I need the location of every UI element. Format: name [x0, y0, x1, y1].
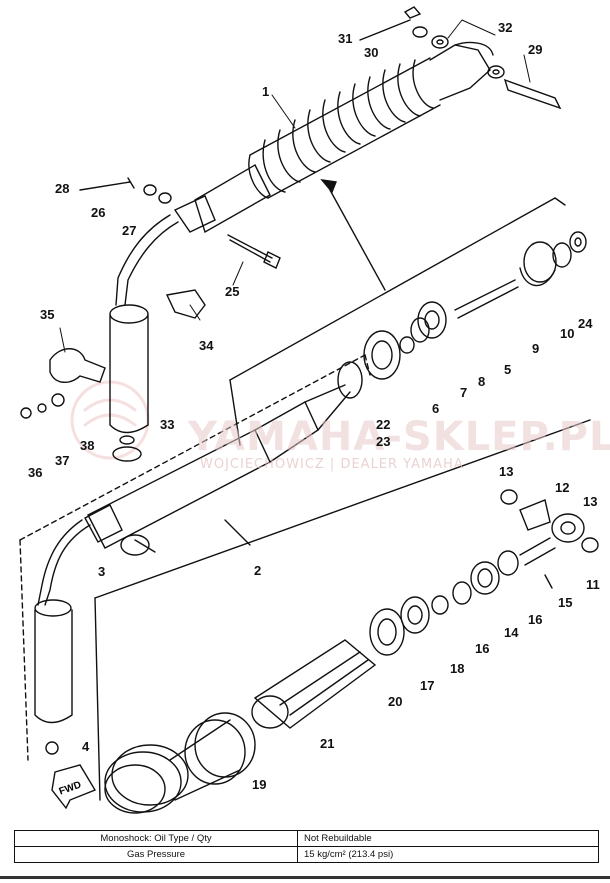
- callout-33: 33: [160, 417, 174, 432]
- callout-23: 23: [376, 434, 390, 449]
- callout-7: 7: [460, 385, 467, 400]
- frame-lower: [94, 419, 591, 801]
- spec-row: Gas Pressure 15 kg/cm² (213.4 psi): [14, 846, 599, 863]
- callout-numbers: 1 2 3 4 5 6 7 8 9 10 11 12 13 13 14 15 1…: [28, 20, 600, 792]
- callout-21: 21: [320, 736, 334, 751]
- spec-label-oil: Monoshock: Oil Type / Qty: [14, 830, 298, 847]
- callout-26: 26: [91, 205, 105, 220]
- fwd-arrow: [51, 764, 97, 810]
- shock-assembly-top: [109, 41, 494, 434]
- callout-27: 27: [122, 223, 136, 238]
- watermark-brand: YAMAHA-SKLEP.PL: [187, 414, 610, 460]
- callout-15: 15: [558, 595, 572, 610]
- callout-3: 3: [98, 564, 105, 579]
- callout-9: 9: [532, 341, 539, 356]
- spec-label-gas: Gas Pressure: [14, 846, 298, 863]
- leader-lines: [59, 19, 531, 353]
- callout-5: 5: [504, 362, 511, 377]
- watermark-dealer: WOJCIECHOWICZ | DEALER YAMAHA: [200, 457, 464, 472]
- callout-10: 10: [560, 326, 574, 341]
- spring-parts: [104, 489, 599, 814]
- callout-34: 34: [199, 338, 214, 353]
- callout-16a: 16: [475, 641, 489, 656]
- callout-28: 28: [55, 181, 69, 196]
- assembly-arrow: [320, 179, 386, 291]
- callout-18: 18: [450, 661, 464, 676]
- callout-1: 1: [262, 84, 269, 99]
- spec-table: Monoshock: Oil Type / Qty Not Rebuildabl…: [14, 830, 599, 863]
- exploded-parts-diagram: YAMAHA-SKLEP.PL WOJCIECHOWICZ | DEALER Y…: [19, 6, 610, 814]
- callout-30: 30: [364, 45, 378, 60]
- callout-20: 20: [388, 694, 402, 709]
- callout-37: 37: [55, 453, 69, 468]
- callout-8: 8: [478, 374, 485, 389]
- callout-36: 36: [28, 465, 42, 480]
- callout-31: 31: [338, 31, 352, 46]
- footer-rule: [0, 876, 610, 879]
- callout-2: 2: [254, 563, 261, 578]
- callout-25: 25: [225, 284, 239, 299]
- frame-upper: [229, 197, 566, 446]
- callout-29: 29: [528, 42, 542, 57]
- damper-parts: [337, 231, 587, 399]
- callout-22: 22: [376, 417, 390, 432]
- callout-11: 11: [586, 577, 600, 592]
- callout-6: 6: [432, 401, 439, 416]
- spec-value-gas: 15 kg/cm² (213.4 psi): [297, 846, 599, 863]
- callout-16b: 16: [528, 612, 542, 627]
- callout-13a: 13: [499, 464, 513, 479]
- callout-4: 4: [82, 739, 90, 754]
- hardware-top: [20, 6, 562, 462]
- callout-14: 14: [504, 625, 519, 640]
- shock-body-middle: [19, 354, 371, 761]
- callout-13b: 13: [583, 494, 597, 509]
- callout-32: 32: [498, 20, 512, 35]
- callout-12: 12: [555, 480, 569, 495]
- callout-35: 35: [40, 307, 54, 322]
- callout-24: 24: [578, 316, 593, 331]
- fwd-label: FWD: [58, 779, 83, 797]
- callout-19: 19: [252, 777, 266, 792]
- spec-value-oil: Not Rebuildable: [297, 830, 599, 847]
- callout-17: 17: [420, 678, 434, 693]
- callout-38: 38: [80, 438, 94, 453]
- spec-row: Monoshock: Oil Type / Qty Not Rebuildabl…: [14, 830, 599, 847]
